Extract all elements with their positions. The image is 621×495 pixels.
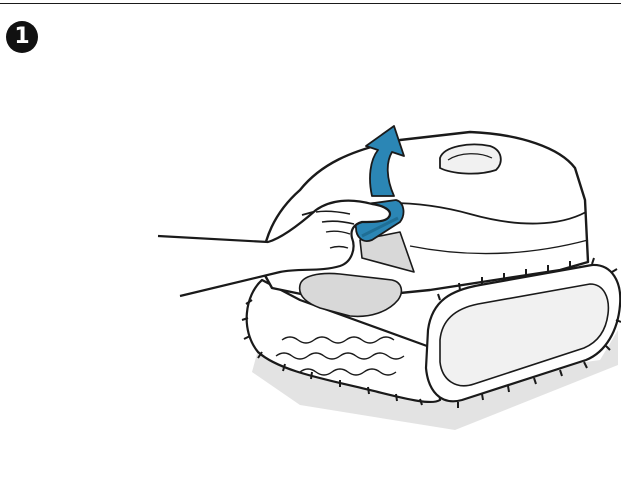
manual-page: 1	[0, 0, 621, 495]
pool-cleaner-illustration	[0, 0, 621, 495]
